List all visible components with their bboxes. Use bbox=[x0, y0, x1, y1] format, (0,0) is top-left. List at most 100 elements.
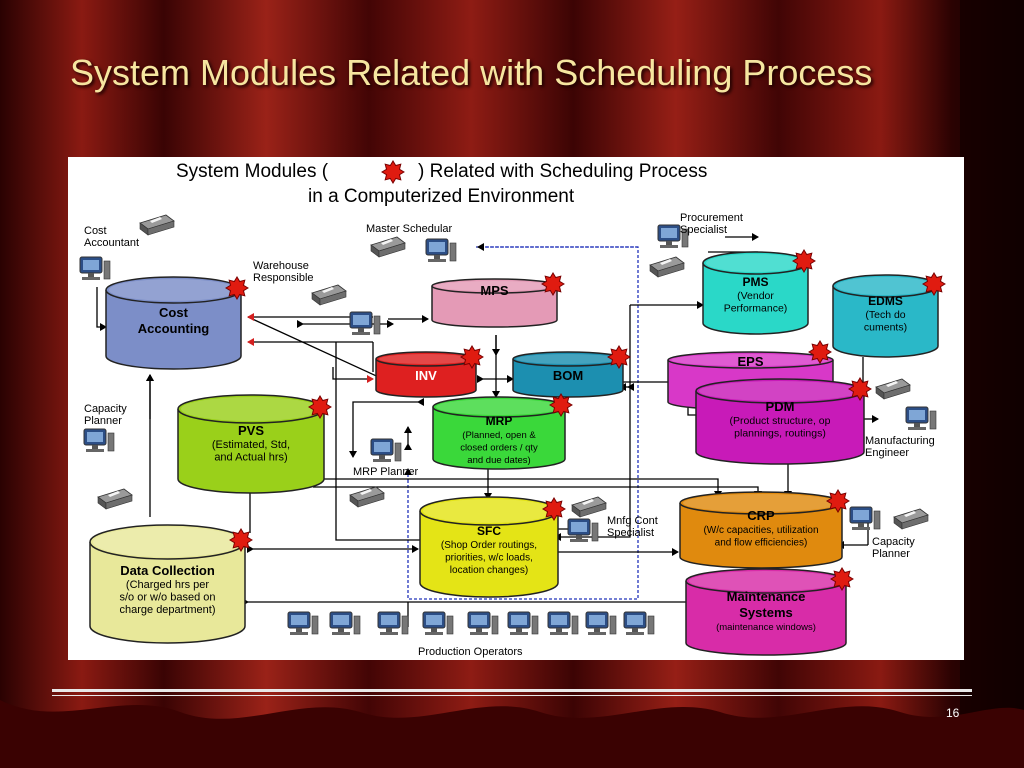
pdm-name: PDM bbox=[766, 399, 795, 414]
data-name: Data Collection bbox=[120, 563, 215, 578]
mrp-planner-computer-icon bbox=[370, 438, 402, 462]
capacity-planner-left-label: Planner bbox=[84, 415, 122, 427]
bom-marker-icon bbox=[607, 345, 631, 369]
master-scheduler-computer-icon bbox=[425, 238, 457, 262]
data-description: (Charged hrs per bbox=[126, 579, 209, 591]
sfc-cylinder-body bbox=[419, 511, 559, 598]
mrp-planner-label: MRP Planner bbox=[353, 466, 419, 478]
maint-description: (maintenance windows) bbox=[716, 622, 816, 633]
inv-cylinder-highlight bbox=[379, 354, 473, 364]
diagram-panel: System Modules () Related with Schedulin… bbox=[68, 157, 964, 660]
capacity-planner-right-printer-icon bbox=[893, 508, 929, 530]
mnfg-cont-computer-icon bbox=[567, 518, 599, 542]
data-description: s/o or w/o based on bbox=[119, 592, 215, 604]
pms-marker-icon bbox=[792, 249, 816, 273]
eps-name: EPS bbox=[737, 354, 763, 369]
maint-cylinder-body bbox=[685, 581, 847, 656]
mrp-description: closed orders / qty bbox=[460, 443, 538, 454]
production-operator-1-computer-icon bbox=[287, 611, 319, 635]
mnfg-cont-specialist-label: Specialist bbox=[607, 527, 654, 539]
pdm-cylinder-highlight bbox=[699, 381, 861, 401]
crp-cylinder-highlight bbox=[683, 494, 839, 512]
procurement-specialist-label: Specialist bbox=[680, 224, 727, 236]
diagram-heading: System Modules ( bbox=[176, 161, 329, 182]
module-inv: INV bbox=[375, 351, 477, 398]
footer-rule-thin bbox=[52, 695, 972, 696]
warehouse-responsible-label: Responsible bbox=[253, 272, 314, 284]
maint-name: Systems bbox=[739, 605, 792, 620]
module-pvs: PVS(Estimated, Std,and Actual hrs) bbox=[177, 394, 325, 494]
cost-accountant-printer-icon bbox=[139, 214, 175, 236]
pdm-description: plannings, routings) bbox=[734, 428, 826, 440]
data-marker-icon bbox=[229, 528, 253, 552]
production-operator-3-computer-icon bbox=[377, 611, 409, 635]
production-operator-4-computer-icon bbox=[422, 611, 454, 635]
module-sfc: SFC (Shop Order routings, priorities, w/c … bbox=[419, 496, 559, 598]
scheduling-modules-diagram: System Modules () Related with Schedulin… bbox=[79, 160, 946, 658]
crp-name: CRP bbox=[747, 508, 775, 523]
manufacturing-engineer-printer-icon bbox=[875, 378, 911, 400]
sfc-name: SFC bbox=[477, 524, 501, 538]
footer-rule bbox=[52, 689, 972, 692]
production-operator-7-computer-icon bbox=[547, 611, 579, 635]
mrp-planner-printer-icon bbox=[349, 486, 385, 508]
data-description: charge department) bbox=[120, 604, 216, 616]
cost-name: Accounting bbox=[138, 321, 210, 336]
mrp-description: and due dates) bbox=[467, 455, 530, 466]
pvs-cylinder-highlight bbox=[181, 397, 321, 421]
capacity-planner-right-label: Capacity bbox=[872, 536, 915, 548]
diagram-heading-subtitle: in a Computerized Environment bbox=[308, 186, 575, 207]
connector-arrow bbox=[335, 342, 429, 544]
capacity-planner-right-computer-icon bbox=[849, 506, 881, 530]
bom-name: BOM bbox=[553, 368, 583, 383]
procurement-specialist-label: Procurement bbox=[680, 212, 743, 224]
pdm-description: (Product structure, op bbox=[730, 415, 831, 427]
maint-name: Maintenance bbox=[727, 589, 806, 604]
sfc-description: priorities, w/c loads, bbox=[445, 553, 533, 564]
sfc-description: location changes) bbox=[450, 565, 528, 576]
maint-cylinder-highlight bbox=[689, 571, 843, 591]
procurement-printer-icon bbox=[649, 256, 685, 278]
mps-name: MPS bbox=[480, 283, 509, 298]
crp-description: and flow efficiencies) bbox=[715, 538, 808, 549]
capacity-planner-left-computer-icon bbox=[83, 428, 115, 452]
sfc-cylinder-highlight bbox=[423, 499, 555, 523]
edms-marker-icon bbox=[922, 272, 946, 296]
cost-marker-icon bbox=[225, 276, 249, 300]
connector-arrow bbox=[287, 475, 722, 498]
bom-cylinder-highlight bbox=[516, 354, 620, 364]
production-operators-label: Production Operators bbox=[418, 646, 523, 658]
capacity-planner-right-label: Planner bbox=[872, 548, 910, 560]
mrp-description: (Planned, open & bbox=[462, 430, 536, 441]
manufacturing-engineer-label: Manufacturing bbox=[865, 435, 935, 447]
edms-description: (Tech do bbox=[865, 309, 905, 321]
edms-description: cuments) bbox=[864, 322, 907, 334]
pdm-cylinder-body bbox=[695, 391, 865, 465]
warehouse-computer-icon bbox=[349, 311, 381, 335]
mrp-name: MRP bbox=[486, 414, 513, 428]
pvs-marker-icon bbox=[308, 395, 332, 419]
cost-cylinder-body bbox=[105, 290, 242, 370]
mps-cylinder-body bbox=[431, 286, 558, 328]
inv-name: INV bbox=[415, 368, 437, 383]
pvs-name: PVS bbox=[238, 423, 264, 438]
cost-name: Cost bbox=[159, 305, 189, 320]
crp-marker-icon bbox=[826, 489, 850, 513]
inv-marker-icon bbox=[460, 345, 484, 369]
dashed-link bbox=[407, 246, 639, 600]
cost-accountant-label: Accountant bbox=[84, 237, 139, 249]
manufacturing-engineer-label: Engineer bbox=[865, 447, 909, 459]
heading-marker-icon bbox=[381, 160, 405, 184]
pms-name: PMS bbox=[742, 275, 768, 289]
cost-accountant-label: Cost bbox=[84, 225, 107, 237]
eps-marker-icon bbox=[808, 340, 832, 364]
cost-accountant-computer-icon bbox=[79, 256, 111, 280]
production-operator-8-computer-icon bbox=[585, 611, 617, 635]
warehouse-responsible-label: Warehouse bbox=[253, 260, 309, 272]
sfc-description: (Shop Order routings, bbox=[441, 540, 537, 551]
slide-title: System Modules Related with Scheduling P… bbox=[70, 52, 873, 93]
